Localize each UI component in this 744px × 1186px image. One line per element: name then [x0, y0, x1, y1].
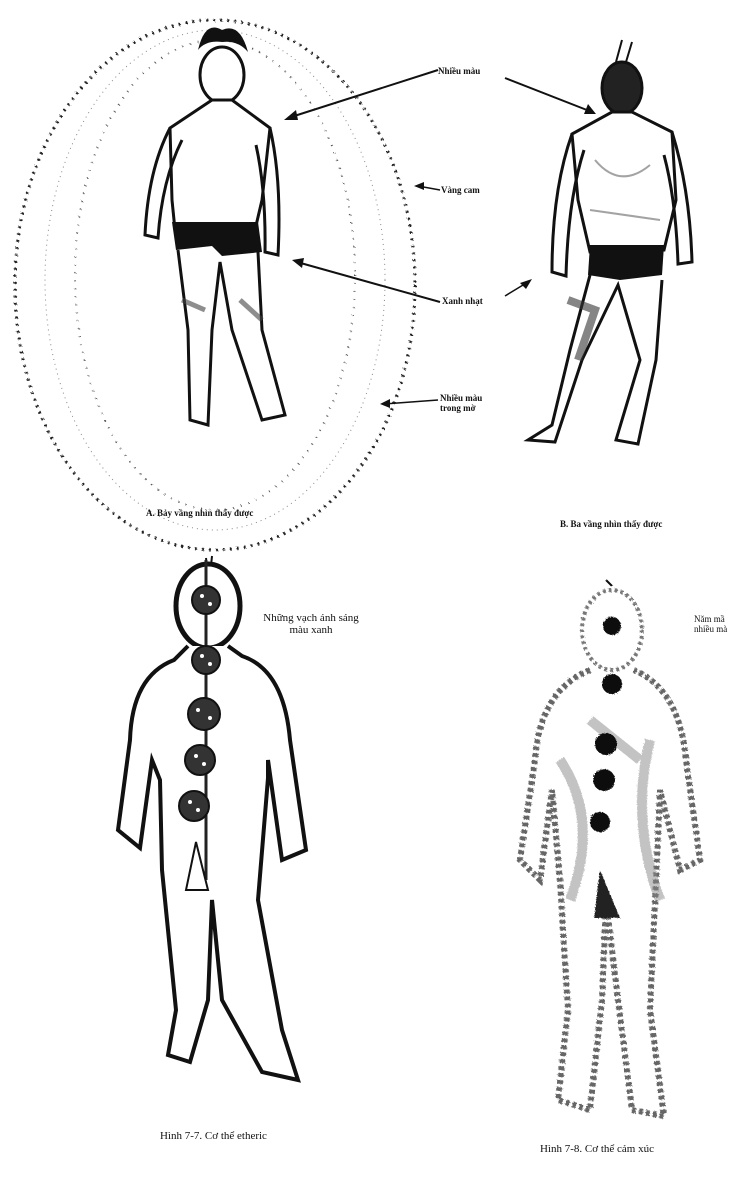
figure-a-head	[200, 47, 244, 103]
emo-chakra-5	[590, 812, 610, 832]
caption-7-8: Hình 7-8. Cơ thể cảm xúc	[540, 1143, 654, 1155]
chakra-heart	[188, 698, 220, 730]
chakra-solar	[185, 745, 215, 775]
figure-7-8-emotional-body	[520, 580, 700, 1116]
label-nhieu-mau-trong-mo-2: trong mờ	[440, 403, 476, 413]
figure-b-back-view	[505, 40, 692, 444]
emo-chakra-4	[593, 769, 615, 791]
label-nhieu-mau-trong-mo-1: Nhiều màu	[440, 393, 482, 403]
chakra-sacral	[179, 791, 209, 821]
figure-a-shorts	[172, 222, 262, 256]
label-xanh-nhat: Xanh nhạt	[442, 296, 483, 306]
emo-lower-mark	[594, 870, 620, 918]
arrow-xanh-nhat-left	[297, 262, 440, 302]
figure-b-torso	[572, 112, 676, 252]
label-nhieu-mau: Nhiều màu	[438, 66, 480, 76]
emo-chakra-3	[595, 733, 617, 755]
emo-chakra-2	[602, 674, 622, 694]
side-label-line-1: Năm mầ	[694, 614, 744, 624]
side-label-line-2: nhiều mà	[694, 624, 744, 634]
label-vang-cam: Vàng cam	[441, 185, 480, 195]
caption-a: A. Bảy vầng nhìn thấy được	[146, 508, 253, 518]
figure-a-torso	[170, 100, 270, 230]
label-nhung-vach-anh-sang: Những vạch ánh sáng màu xanh	[256, 612, 366, 636]
emo-chakra-1	[603, 617, 621, 635]
label-line-1: Những vạch ánh sáng	[256, 612, 366, 624]
figure-b-shorts	[588, 245, 664, 280]
caption-7-7: Hình 7-7. Cơ thể etheric	[160, 1130, 267, 1142]
label-line-2: màu xanh	[256, 624, 366, 636]
arrow-nhieu-mau-right	[505, 78, 592, 112]
chakra-crown	[192, 586, 220, 614]
chakra-throat	[192, 646, 220, 674]
arrow-nhieu-mau-left	[288, 70, 438, 118]
arrow-trong-mo	[384, 400, 438, 404]
caption-b: B. Ba vầng nhìn thấy được	[560, 519, 662, 529]
figure-b-legs	[528, 275, 662, 444]
figure-a-front-view	[15, 20, 440, 550]
figure-b-head	[602, 62, 642, 114]
side-label-7-8: Năm mầ nhiều mà	[694, 614, 744, 634]
figure-a-legs	[178, 250, 285, 425]
